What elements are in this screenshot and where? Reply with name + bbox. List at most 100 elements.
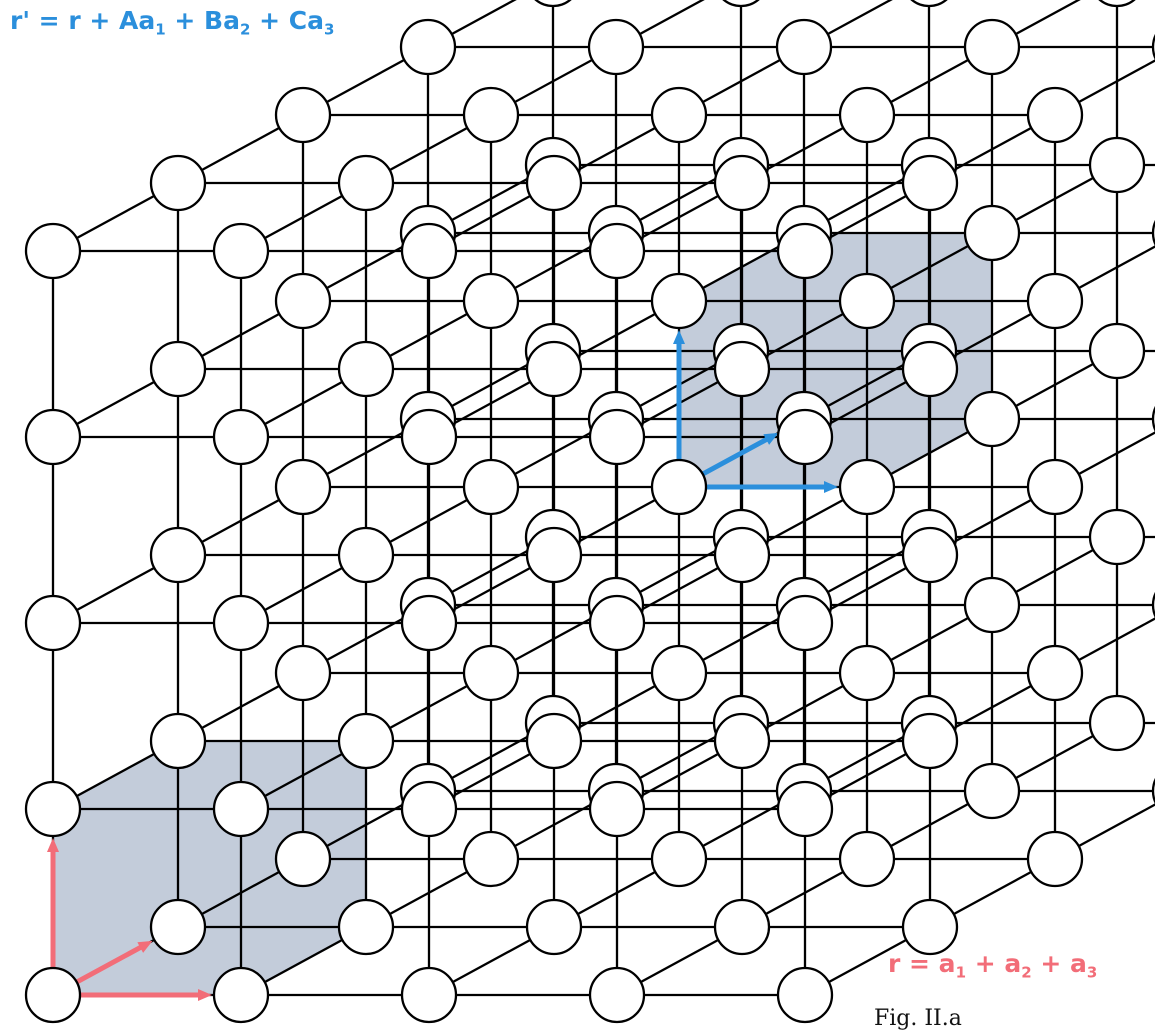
lattice-node (776, 594, 834, 652)
lattice-node (901, 898, 959, 956)
lattice-node (713, 712, 771, 770)
basis-vectors (47, 330, 838, 1001)
lattice-node (149, 712, 207, 770)
lattice-node (776, 966, 834, 1024)
lattice-node (212, 780, 270, 838)
lattice-node (462, 830, 520, 888)
lattice-node (776, 222, 834, 280)
lattice-node (588, 594, 646, 652)
lattice-node (212, 594, 270, 652)
lattice-node (149, 340, 207, 398)
lattice-node (838, 830, 896, 888)
basis-formula: r = a1 + a2 + a3 (888, 951, 1097, 980)
lattice-node (212, 408, 270, 466)
vector-a1-origin-arrowhead (198, 989, 212, 1001)
lattice-node (525, 898, 583, 956)
lattice-node (963, 390, 1021, 448)
lattice-node (212, 966, 270, 1024)
vector-a3-translated-arrowhead (763, 432, 779, 445)
shaded-unit-cells (53, 233, 992, 995)
lattice-node (24, 966, 82, 1024)
lattice-node (963, 18, 1021, 76)
lattice-node (838, 272, 896, 330)
formula-text: + a (966, 949, 1022, 978)
formula-subscript: 3 (1086, 963, 1098, 982)
lattice-node (462, 458, 520, 516)
lattice-node (650, 86, 708, 144)
lattice-node (713, 526, 771, 584)
lattice-node (400, 594, 458, 652)
lattice-node (713, 898, 771, 956)
lattice-node (462, 86, 520, 144)
lattice-node (901, 340, 959, 398)
figure-caption: Fig. II.a (874, 1006, 962, 1031)
lattice-node (534, 0, 572, 8)
lattice-nodes (24, 0, 1155, 1024)
lattice-node (713, 154, 771, 212)
formula-subscript: 2 (1021, 963, 1032, 982)
lattice-node (1026, 86, 1084, 144)
lattice-node (525, 154, 583, 212)
lattice-node (399, 18, 457, 76)
formula-text: + a (1031, 949, 1087, 978)
lattice-node (650, 458, 708, 516)
lattice-node (525, 340, 583, 398)
lattice-node (775, 18, 833, 76)
formula-text: r = a (888, 949, 956, 978)
lattice-node (650, 830, 708, 888)
lattice-node (337, 340, 395, 398)
lattice-node (1098, 0, 1136, 8)
lattice-node (901, 712, 959, 770)
lattice-node (337, 898, 395, 956)
vector-a3-origin-arrowhead (137, 940, 153, 953)
formula-subscript: 3 (323, 20, 335, 39)
vector-a3-origin (74, 942, 148, 985)
shaded-origin-cell (53, 741, 366, 995)
lattice-node (24, 222, 82, 280)
lattice-node (587, 18, 645, 76)
lattice-node (910, 0, 948, 8)
lattice-node (337, 154, 395, 212)
lattice-node (901, 526, 959, 584)
lattice-node (963, 576, 1021, 634)
lattice-node (274, 458, 332, 516)
lattice-node (963, 204, 1021, 262)
lattice-node (776, 780, 834, 838)
lattice-node (149, 898, 207, 956)
lattice-node (1088, 508, 1146, 566)
lattice-node (588, 408, 646, 466)
lattice-node (525, 526, 583, 584)
vector-a3-translated (700, 434, 774, 477)
lattice-node (650, 644, 708, 702)
lattice-node (274, 644, 332, 702)
lattice-node (1026, 272, 1084, 330)
vector-a2-translated-arrowhead (673, 330, 685, 344)
lattice-node (722, 0, 760, 8)
lattice-node (149, 526, 207, 584)
lattice-node (713, 340, 771, 398)
lattice-node (1026, 644, 1084, 702)
lattice-node (588, 780, 646, 838)
lattice-node (588, 966, 646, 1024)
shaded-translated-cell (679, 233, 992, 487)
formula-text: + Ba (165, 6, 240, 35)
lattice-node (776, 408, 834, 466)
lattice-node (24, 594, 82, 652)
lattice-node (1088, 694, 1146, 752)
lattice-node (274, 272, 332, 330)
formula-subscript: 2 (239, 20, 251, 39)
lattice-node (838, 644, 896, 702)
lattice-node (400, 780, 458, 838)
lattice-node (212, 222, 270, 280)
lattice-node (337, 712, 395, 770)
lattice-node (650, 272, 708, 330)
vector-a1-translated-arrowhead (824, 481, 838, 493)
lattice-node (462, 644, 520, 702)
lattice-node (1026, 458, 1084, 516)
lattice-node (1088, 322, 1146, 380)
formula-text: r' = r + Aa (10, 6, 156, 35)
lattice-node (901, 154, 959, 212)
lattice-node (1088, 136, 1146, 194)
lattice-node (24, 408, 82, 466)
lattice-node (274, 830, 332, 888)
